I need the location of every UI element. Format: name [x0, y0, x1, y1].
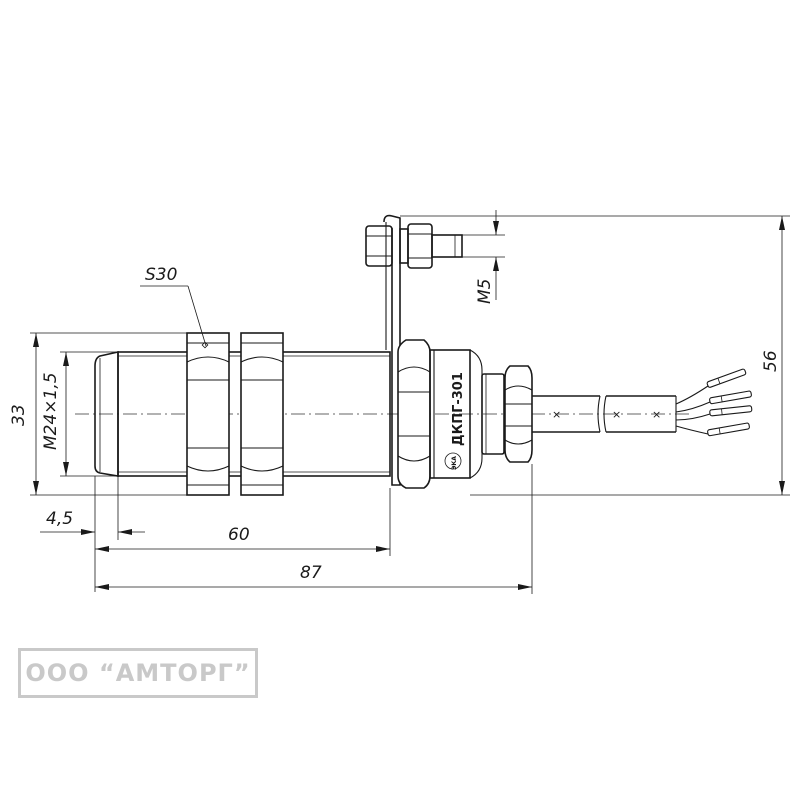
dim-s30: S30 — [140, 265, 207, 347]
bolt-assembly — [365, 223, 463, 269]
svg-text:4,5: 4,5 — [46, 509, 73, 529]
company-logo: ООО “АМТОРГ” — [18, 648, 258, 698]
svg-text:87: 87 — [300, 563, 322, 583]
cable: × × × — [532, 395, 677, 433]
svg-text:S30: S30 — [145, 265, 177, 285]
svg-text:×: × — [552, 408, 561, 421]
device-marking: ДКПГ-301 — [451, 372, 466, 446]
dim-87: 87 — [95, 464, 533, 594]
dim-56: 56 — [400, 215, 790, 496]
svg-text:56: 56 — [761, 350, 781, 372]
hex-nut-2 — [240, 332, 284, 496]
svg-text:60: 60 — [228, 525, 250, 545]
manufacturer-mark-circle — [444, 452, 462, 470]
dim-60: 60 — [95, 488, 391, 556]
svg-text:×: × — [652, 408, 661, 421]
hex-nut-1 — [186, 332, 230, 496]
svg-text:×: × — [612, 408, 621, 421]
svg-text:33: 33 — [9, 404, 29, 426]
dim-thread-spec: M24×1,5 — [41, 351, 118, 477]
svg-text:M24×1,5: M24×1,5 — [41, 372, 61, 450]
wire-terminals — [675, 368, 753, 437]
dim-33: 33 — [9, 332, 187, 496]
manufacturer-mark: ЭКА — [451, 456, 458, 470]
cable-gland — [397, 339, 533, 489]
dim-m5: M5 — [462, 210, 505, 304]
svg-text:M5: M5 — [475, 279, 495, 304]
dim-4-5: 4,5 — [40, 476, 145, 592]
